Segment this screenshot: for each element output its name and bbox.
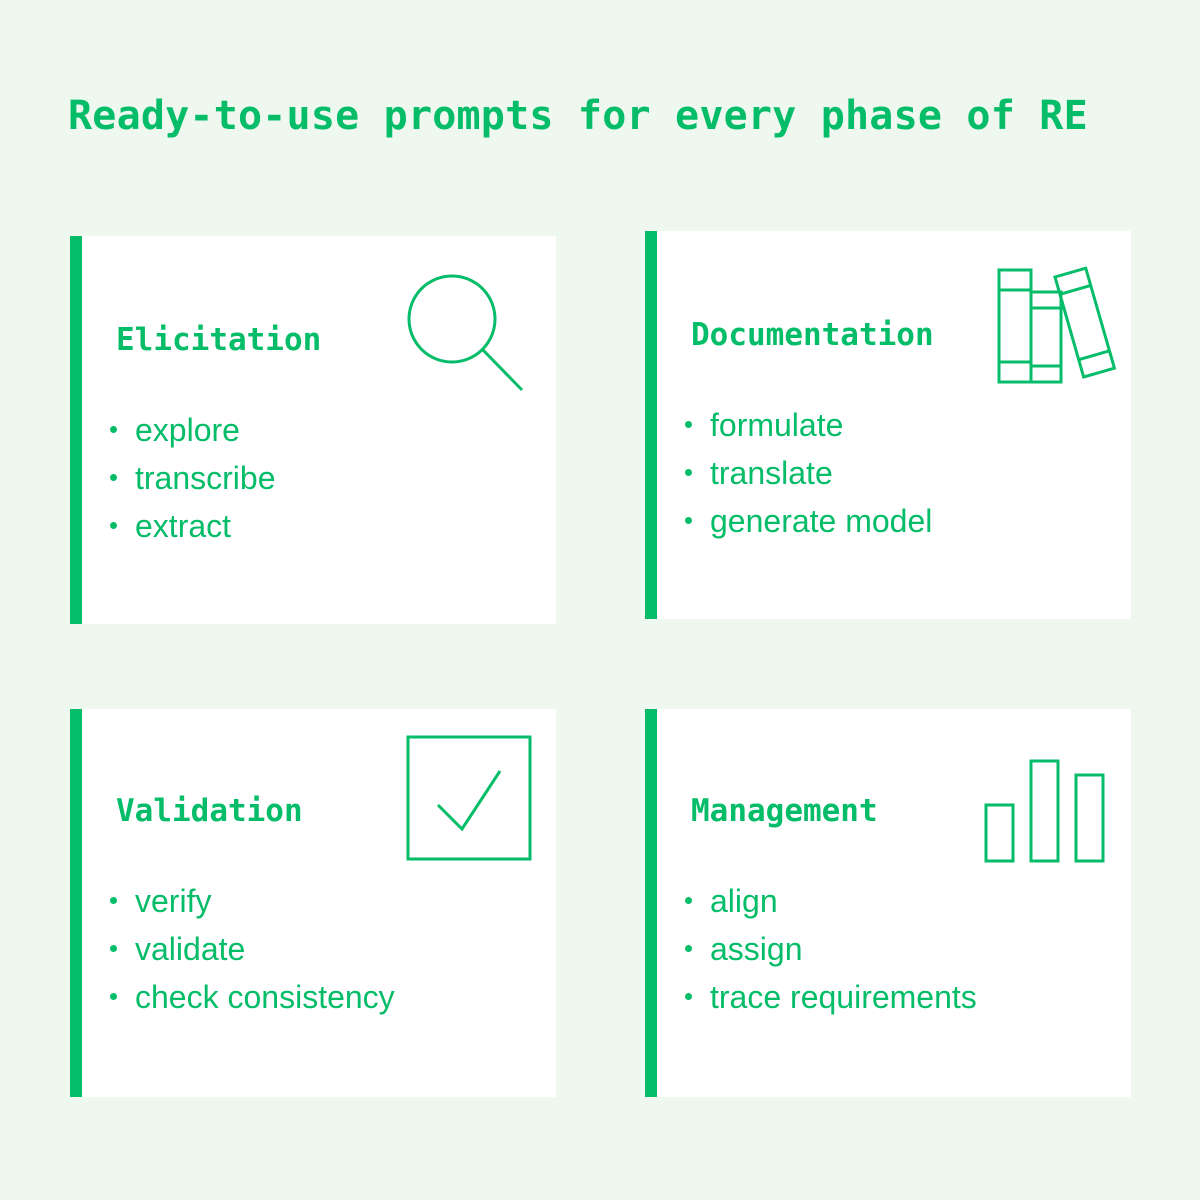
card-management: Management align assign trace requiremen… xyxy=(645,709,1131,1097)
list-item: assign xyxy=(685,925,977,973)
list-item-label: formulate xyxy=(710,407,844,443)
magnifier-icon xyxy=(407,274,524,392)
bar-chart-icon xyxy=(984,759,1105,863)
card-item-list: align assign trace requirements xyxy=(685,877,977,1021)
list-item-label: verify xyxy=(135,883,212,919)
list-item-label: validate xyxy=(135,931,246,967)
card-item-list: formulate translate generate model xyxy=(685,401,932,545)
bullet-icon xyxy=(110,993,117,1001)
bullet-icon xyxy=(110,522,117,530)
bullet-icon xyxy=(685,421,692,429)
card-item-list: verify validate check consistency xyxy=(110,877,395,1021)
list-item-label: explore xyxy=(135,412,240,448)
card-elicitation: Elicitation explore transcribe extract xyxy=(70,236,556,624)
card-title: Elicitation xyxy=(116,322,322,358)
list-item-label: assign xyxy=(710,931,803,967)
list-item: verify xyxy=(110,877,395,925)
bullet-icon xyxy=(685,897,692,905)
list-item-label: trace requirements xyxy=(710,979,977,1015)
list-item: validate xyxy=(110,925,395,973)
bullet-icon xyxy=(110,474,117,482)
list-item: extract xyxy=(110,502,276,550)
card-documentation: Documentation formulate translate genera… xyxy=(645,231,1131,619)
list-item-label: translate xyxy=(710,455,833,491)
list-item-label: check consistency xyxy=(135,979,395,1015)
page-title: Ready-to-use prompts for every phase of … xyxy=(68,93,1088,139)
list-item: check consistency xyxy=(110,973,395,1021)
bullet-icon xyxy=(110,945,117,953)
list-item: generate model xyxy=(685,497,932,545)
bullet-icon xyxy=(110,426,117,434)
list-item-label: generate model xyxy=(710,503,933,539)
list-item: align xyxy=(685,877,977,925)
list-item: formulate xyxy=(685,401,932,449)
list-item: explore xyxy=(110,406,276,454)
list-item: trace requirements xyxy=(685,973,977,1021)
list-item-label: transcribe xyxy=(135,460,276,496)
books-icon xyxy=(997,266,1117,384)
bullet-icon xyxy=(110,897,117,905)
bullet-icon xyxy=(685,993,692,1001)
card-title: Management xyxy=(691,793,878,829)
card-item-list: explore transcribe extract xyxy=(110,406,276,550)
bullet-icon xyxy=(685,945,692,953)
list-item: translate xyxy=(685,449,932,497)
card-validation: Validation verify validate check consist… xyxy=(70,709,556,1097)
bullet-icon xyxy=(685,517,692,525)
list-item-label: extract xyxy=(135,508,232,544)
list-item-label: align xyxy=(710,883,778,919)
list-item: transcribe xyxy=(110,454,276,502)
checkbox-icon xyxy=(406,735,532,861)
card-title: Validation xyxy=(116,793,303,829)
card-title: Documentation xyxy=(691,317,934,353)
bullet-icon xyxy=(685,469,692,477)
